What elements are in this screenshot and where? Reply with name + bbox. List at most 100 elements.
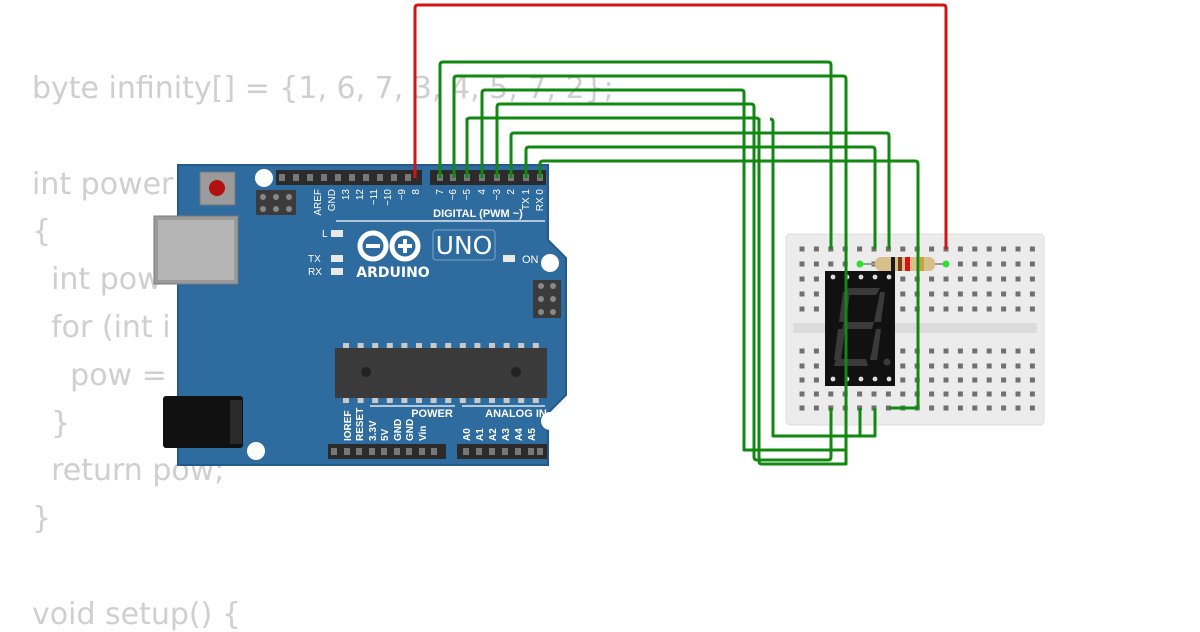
pin-socket[interactable] xyxy=(463,448,469,455)
resistor[interactable] xyxy=(856,257,950,271)
breadboard-hole[interactable] xyxy=(799,291,805,297)
breadboard-hole[interactable] xyxy=(857,246,863,252)
breadboard-hole[interactable] xyxy=(1029,377,1035,383)
breadboard-hole[interactable] xyxy=(1029,291,1035,297)
breadboard-hole[interactable] xyxy=(972,246,978,252)
breadboard-hole[interactable] xyxy=(957,276,963,282)
breadboard-hole[interactable] xyxy=(943,377,949,383)
pin-socket[interactable] xyxy=(335,174,341,181)
breadboard-hole[interactable] xyxy=(813,348,819,354)
breadboard-hole[interactable] xyxy=(813,261,819,267)
wire[interactable] xyxy=(538,159,920,410)
breadboard-hole[interactable] xyxy=(1015,291,1021,297)
breadboard-hole[interactable] xyxy=(1029,276,1035,282)
breadboard-hole[interactable] xyxy=(986,261,992,267)
breadboard-hole[interactable] xyxy=(957,291,963,297)
seven-segment-display[interactable] xyxy=(825,271,895,386)
breadboard-hole[interactable] xyxy=(943,363,949,369)
breadboard-hole[interactable] xyxy=(900,306,906,312)
breadboard-hole[interactable] xyxy=(900,348,906,354)
breadboard-hole[interactable] xyxy=(1029,391,1035,397)
breadboard-hole[interactable] xyxy=(1029,348,1035,354)
wire[interactable] xyxy=(860,408,877,438)
breadboard-hole[interactable] xyxy=(986,306,992,312)
pin-socket[interactable] xyxy=(363,174,369,181)
breadboard-hole[interactable] xyxy=(799,348,805,354)
breadboard-hole[interactable] xyxy=(943,276,949,282)
breadboard-hole[interactable] xyxy=(799,391,805,397)
breadboard-hole[interactable] xyxy=(813,363,819,369)
breadboard-hole[interactable] xyxy=(1001,391,1007,397)
pin-socket[interactable] xyxy=(381,448,387,455)
breadboard-hole[interactable] xyxy=(972,261,978,267)
pin-socket[interactable] xyxy=(307,174,313,181)
breadboard-hole[interactable] xyxy=(1001,276,1007,282)
pin-socket[interactable] xyxy=(405,174,411,181)
breadboard-hole[interactable] xyxy=(972,391,978,397)
breadboard-hole[interactable] xyxy=(1001,377,1007,383)
wire[interactable] xyxy=(452,74,848,466)
breadboard-hole[interactable] xyxy=(900,363,906,369)
breadboard-hole[interactable] xyxy=(813,276,819,282)
wire[interactable] xyxy=(771,122,862,438)
breadboard-hole[interactable] xyxy=(1001,363,1007,369)
wire[interactable] xyxy=(752,107,833,462)
breadboard-hole[interactable] xyxy=(799,306,805,312)
breadboard-hole[interactable] xyxy=(799,405,805,411)
pin-socket[interactable] xyxy=(394,448,400,455)
breadboard-hole[interactable] xyxy=(828,261,834,267)
breadboard-hole[interactable] xyxy=(943,405,949,411)
breadboard-hole[interactable] xyxy=(957,405,963,411)
breadboard-hole[interactable] xyxy=(885,405,891,411)
breadboard-hole[interactable] xyxy=(972,291,978,297)
pin-socket[interactable] xyxy=(502,448,508,455)
breadboard-hole[interactable] xyxy=(1015,391,1021,397)
breadboard-hole[interactable] xyxy=(957,261,963,267)
breadboard-hole[interactable] xyxy=(900,291,906,297)
breadboard-hole[interactable] xyxy=(943,306,949,312)
breadboard-hole[interactable] xyxy=(929,405,935,411)
breadboard-hole[interactable] xyxy=(957,246,963,252)
wire[interactable] xyxy=(769,117,775,123)
pin-socket[interactable] xyxy=(406,448,412,455)
wire[interactable] xyxy=(438,60,833,249)
breadboard-hole[interactable] xyxy=(972,405,978,411)
pin-socket[interactable] xyxy=(344,448,350,455)
breadboard-hole[interactable] xyxy=(1015,306,1021,312)
breadboard-hole[interactable] xyxy=(1029,363,1035,369)
breadboard-hole[interactable] xyxy=(813,391,819,397)
pin-socket[interactable] xyxy=(377,174,383,181)
pin-socket[interactable] xyxy=(537,448,543,455)
breadboard-hole[interactable] xyxy=(857,391,863,397)
breadboard-hole[interactable] xyxy=(813,291,819,297)
pin-socket[interactable] xyxy=(476,448,482,455)
pin-socket[interactable] xyxy=(369,448,375,455)
breadboard-hole[interactable] xyxy=(1029,405,1035,411)
pin-socket[interactable] xyxy=(331,448,337,455)
pin-socket[interactable] xyxy=(515,448,521,455)
pin-socket[interactable] xyxy=(528,448,534,455)
breadboard-hole[interactable] xyxy=(929,348,935,354)
breadboard-hole[interactable] xyxy=(828,391,834,397)
breadboard-hole[interactable] xyxy=(929,246,935,252)
wire[interactable] xyxy=(509,131,891,249)
pin-socket[interactable] xyxy=(419,448,425,455)
breadboard-hole[interactable] xyxy=(813,246,819,252)
breadboard-hole[interactable] xyxy=(972,276,978,282)
breadboard-hole[interactable] xyxy=(871,391,877,397)
breadboard-hole[interactable] xyxy=(799,261,805,267)
breadboard-hole[interactable] xyxy=(943,391,949,397)
breadboard-hole[interactable] xyxy=(929,291,935,297)
breadboard-hole[interactable] xyxy=(1001,246,1007,252)
breadboard-hole[interactable] xyxy=(1015,261,1021,267)
breadboard-hole[interactable] xyxy=(813,306,819,312)
pin-socket[interactable] xyxy=(279,174,285,181)
breadboard-hole[interactable] xyxy=(900,276,906,282)
breadboard-hole[interactable] xyxy=(972,377,978,383)
breadboard-hole[interactable] xyxy=(799,363,805,369)
breadboard-hole[interactable] xyxy=(1015,377,1021,383)
wire[interactable] xyxy=(524,145,877,249)
pin-socket[interactable] xyxy=(391,174,397,181)
pin-socket[interactable] xyxy=(349,174,355,181)
breadboard-hole[interactable] xyxy=(799,276,805,282)
